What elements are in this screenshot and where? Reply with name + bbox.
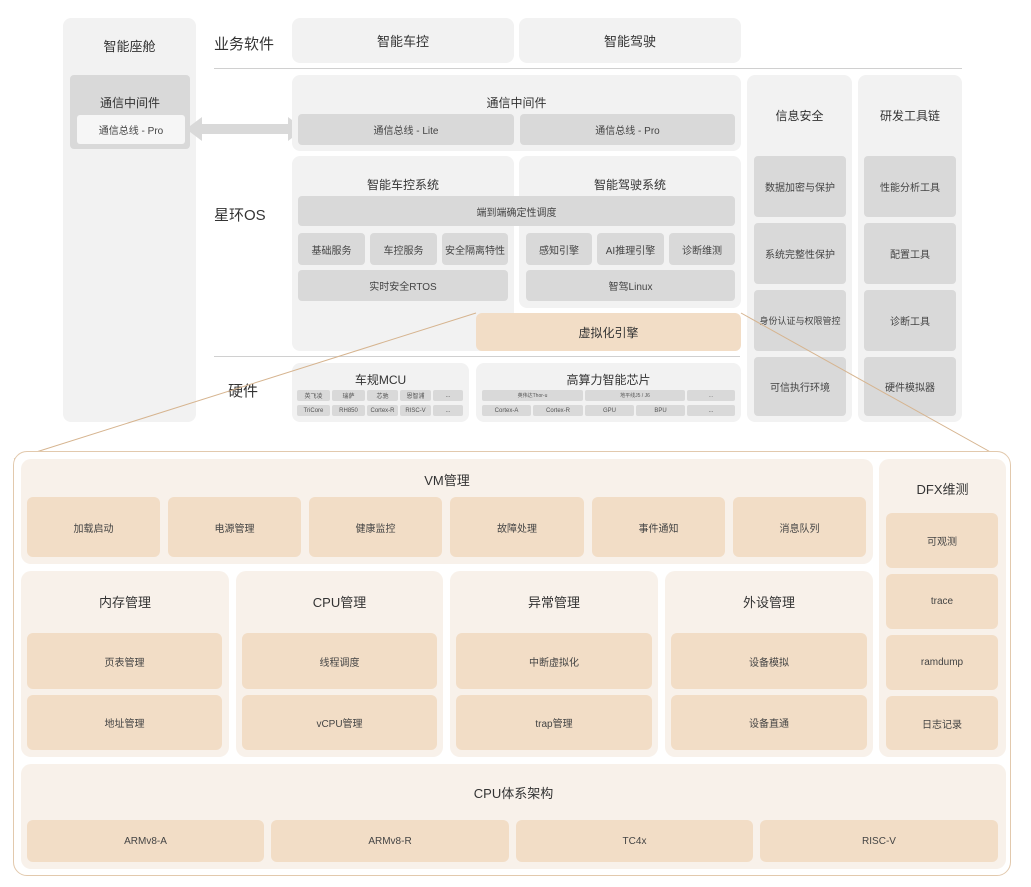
arch-item: ARMv8-A (27, 820, 264, 862)
bus-lite: 通信总线 - Lite (298, 114, 514, 145)
arch-item: TC4x (516, 820, 753, 862)
mcu-title: 车规MCU (354, 373, 407, 387)
mcu-vendor: 恩智浦 (400, 390, 431, 401)
double-arrow-icon (186, 117, 304, 141)
vm-management-title: VM管理 (424, 473, 470, 488)
toolchain-title: 研发工具链 (879, 109, 940, 123)
label-business-software: 业务软件 (214, 36, 275, 53)
vcs-basic-service: 基础服务 (298, 233, 365, 265)
soc-arch: BPU (636, 405, 685, 416)
exception-item: 中断虚拟化 (456, 633, 652, 689)
cpu-architecture-title: CPU体系架构 (473, 786, 554, 801)
app-vehicle-control: 智能车控 (292, 18, 514, 63)
mcu-vendor: ... (433, 390, 463, 401)
mcu-arch: Cortex-R (367, 405, 398, 416)
vm-item: 加载启动 (27, 497, 160, 557)
dfx-item: trace (886, 574, 998, 629)
vm-item: 事件通知 (592, 497, 725, 557)
toolchain-item: 性能分析工具 (864, 156, 956, 217)
mcu-arch: RISC-V (400, 405, 431, 416)
ads-ai-inference: AI推理引擎 (597, 233, 664, 265)
vm-item: 消息队列 (733, 497, 866, 557)
security-item: 系统完整性保护 (754, 223, 846, 284)
memory-item: 页表管理 (27, 633, 222, 689)
separator-line (214, 68, 962, 69)
ads-diagnostics: 诊断维测 (669, 233, 735, 265)
exception-item: trap管理 (456, 695, 652, 750)
soc-arch: Cortex-R (533, 405, 583, 416)
security-item: 数据加密与保护 (754, 156, 846, 217)
memory-item: 地址管理 (27, 695, 222, 750)
arch-item: ARMv8-R (271, 820, 509, 862)
mcu-vendor: 英飞凌 (297, 390, 330, 401)
peripheral-item: 设备直通 (671, 695, 867, 750)
mcu-arch: ... (433, 405, 463, 416)
peripheral-item: 设备模拟 (671, 633, 867, 689)
memory-management-title: 内存管理 (98, 595, 151, 610)
cockpit-title: 智能座舱 (103, 39, 156, 54)
dfx-item: ramdump (886, 635, 998, 690)
dfx-item: 日志记录 (886, 696, 998, 750)
cpu-management-title: CPU管理 (312, 595, 367, 610)
peripheral-management-title: 外设管理 (742, 595, 795, 610)
vm-item: 故障处理 (450, 497, 584, 557)
soc-arch: Cortex-A (482, 405, 531, 416)
vcs-safety-isolation: 安全隔离特性 (442, 233, 508, 265)
soc-title: 高算力智能芯片 (566, 373, 651, 387)
soc-arch: ... (687, 405, 735, 416)
label-hardware: 硬件 (228, 383, 259, 400)
e2e-scheduling: 端到端确定性调度 (298, 196, 735, 226)
toolchain-item: 硬件模拟器 (864, 357, 956, 416)
vcs-rtos: 实时安全RTOS (298, 270, 508, 301)
dfx-item: 可观测 (886, 513, 998, 568)
soc-vendor: 地平线J5 / J6 (585, 390, 685, 401)
cockpit-middleware-title: 通信中间件 (99, 96, 160, 110)
toolchain-item: 诊断工具 (864, 290, 956, 351)
security-item: 身份认证与权限管控 (754, 290, 846, 351)
security-item: 可信执行环境 (754, 357, 846, 416)
autonomous-driving-system-title: 智能驾驶系统 (593, 178, 666, 192)
app-smart-driving: 智能驾驶 (519, 18, 741, 63)
arch-item: RISC-V (760, 820, 998, 862)
vm-item: 电源管理 (168, 497, 301, 557)
ads-perception-engine: 感知引擎 (526, 233, 592, 265)
separator-line (214, 356, 740, 357)
middleware-title: 通信中间件 (486, 96, 547, 110)
soc-arch: GPU (585, 405, 634, 416)
vcs-control-service: 车控服务 (370, 233, 437, 265)
ads-linux: 智驾Linux (526, 270, 735, 301)
vehicle-control-system-title: 智能车控系统 (366, 178, 439, 192)
vm-management-panel: VM管理 (21, 459, 873, 564)
cpu-item: vCPU管理 (242, 695, 437, 750)
bus-pro: 通信总线 - Pro (520, 114, 735, 145)
cockpit-bus-pro: 通信总线 - Pro (77, 115, 185, 144)
label-os: 星环OS (214, 207, 266, 224)
mcu-vendor: 芯驰 (367, 390, 398, 401)
mcu-arch: RH850 (332, 405, 365, 416)
dfx-title: DFX维测 (916, 482, 969, 497)
exception-management-title: 异常管理 (527, 595, 580, 610)
toolchain-item: 配置工具 (864, 223, 956, 284)
cpu-item: 线程调度 (242, 633, 437, 689)
hypervisor-engine: 虚拟化引擎 (476, 313, 741, 351)
vm-item: 健康监控 (309, 497, 442, 557)
soc-vendor: 英伟达Thor-u (482, 390, 583, 401)
security-title: 信息安全 (775, 109, 824, 123)
mcu-arch: TriCore (297, 405, 330, 416)
mcu-vendor: 瑞萨 (332, 390, 365, 401)
soc-vendor: ... (687, 390, 735, 401)
